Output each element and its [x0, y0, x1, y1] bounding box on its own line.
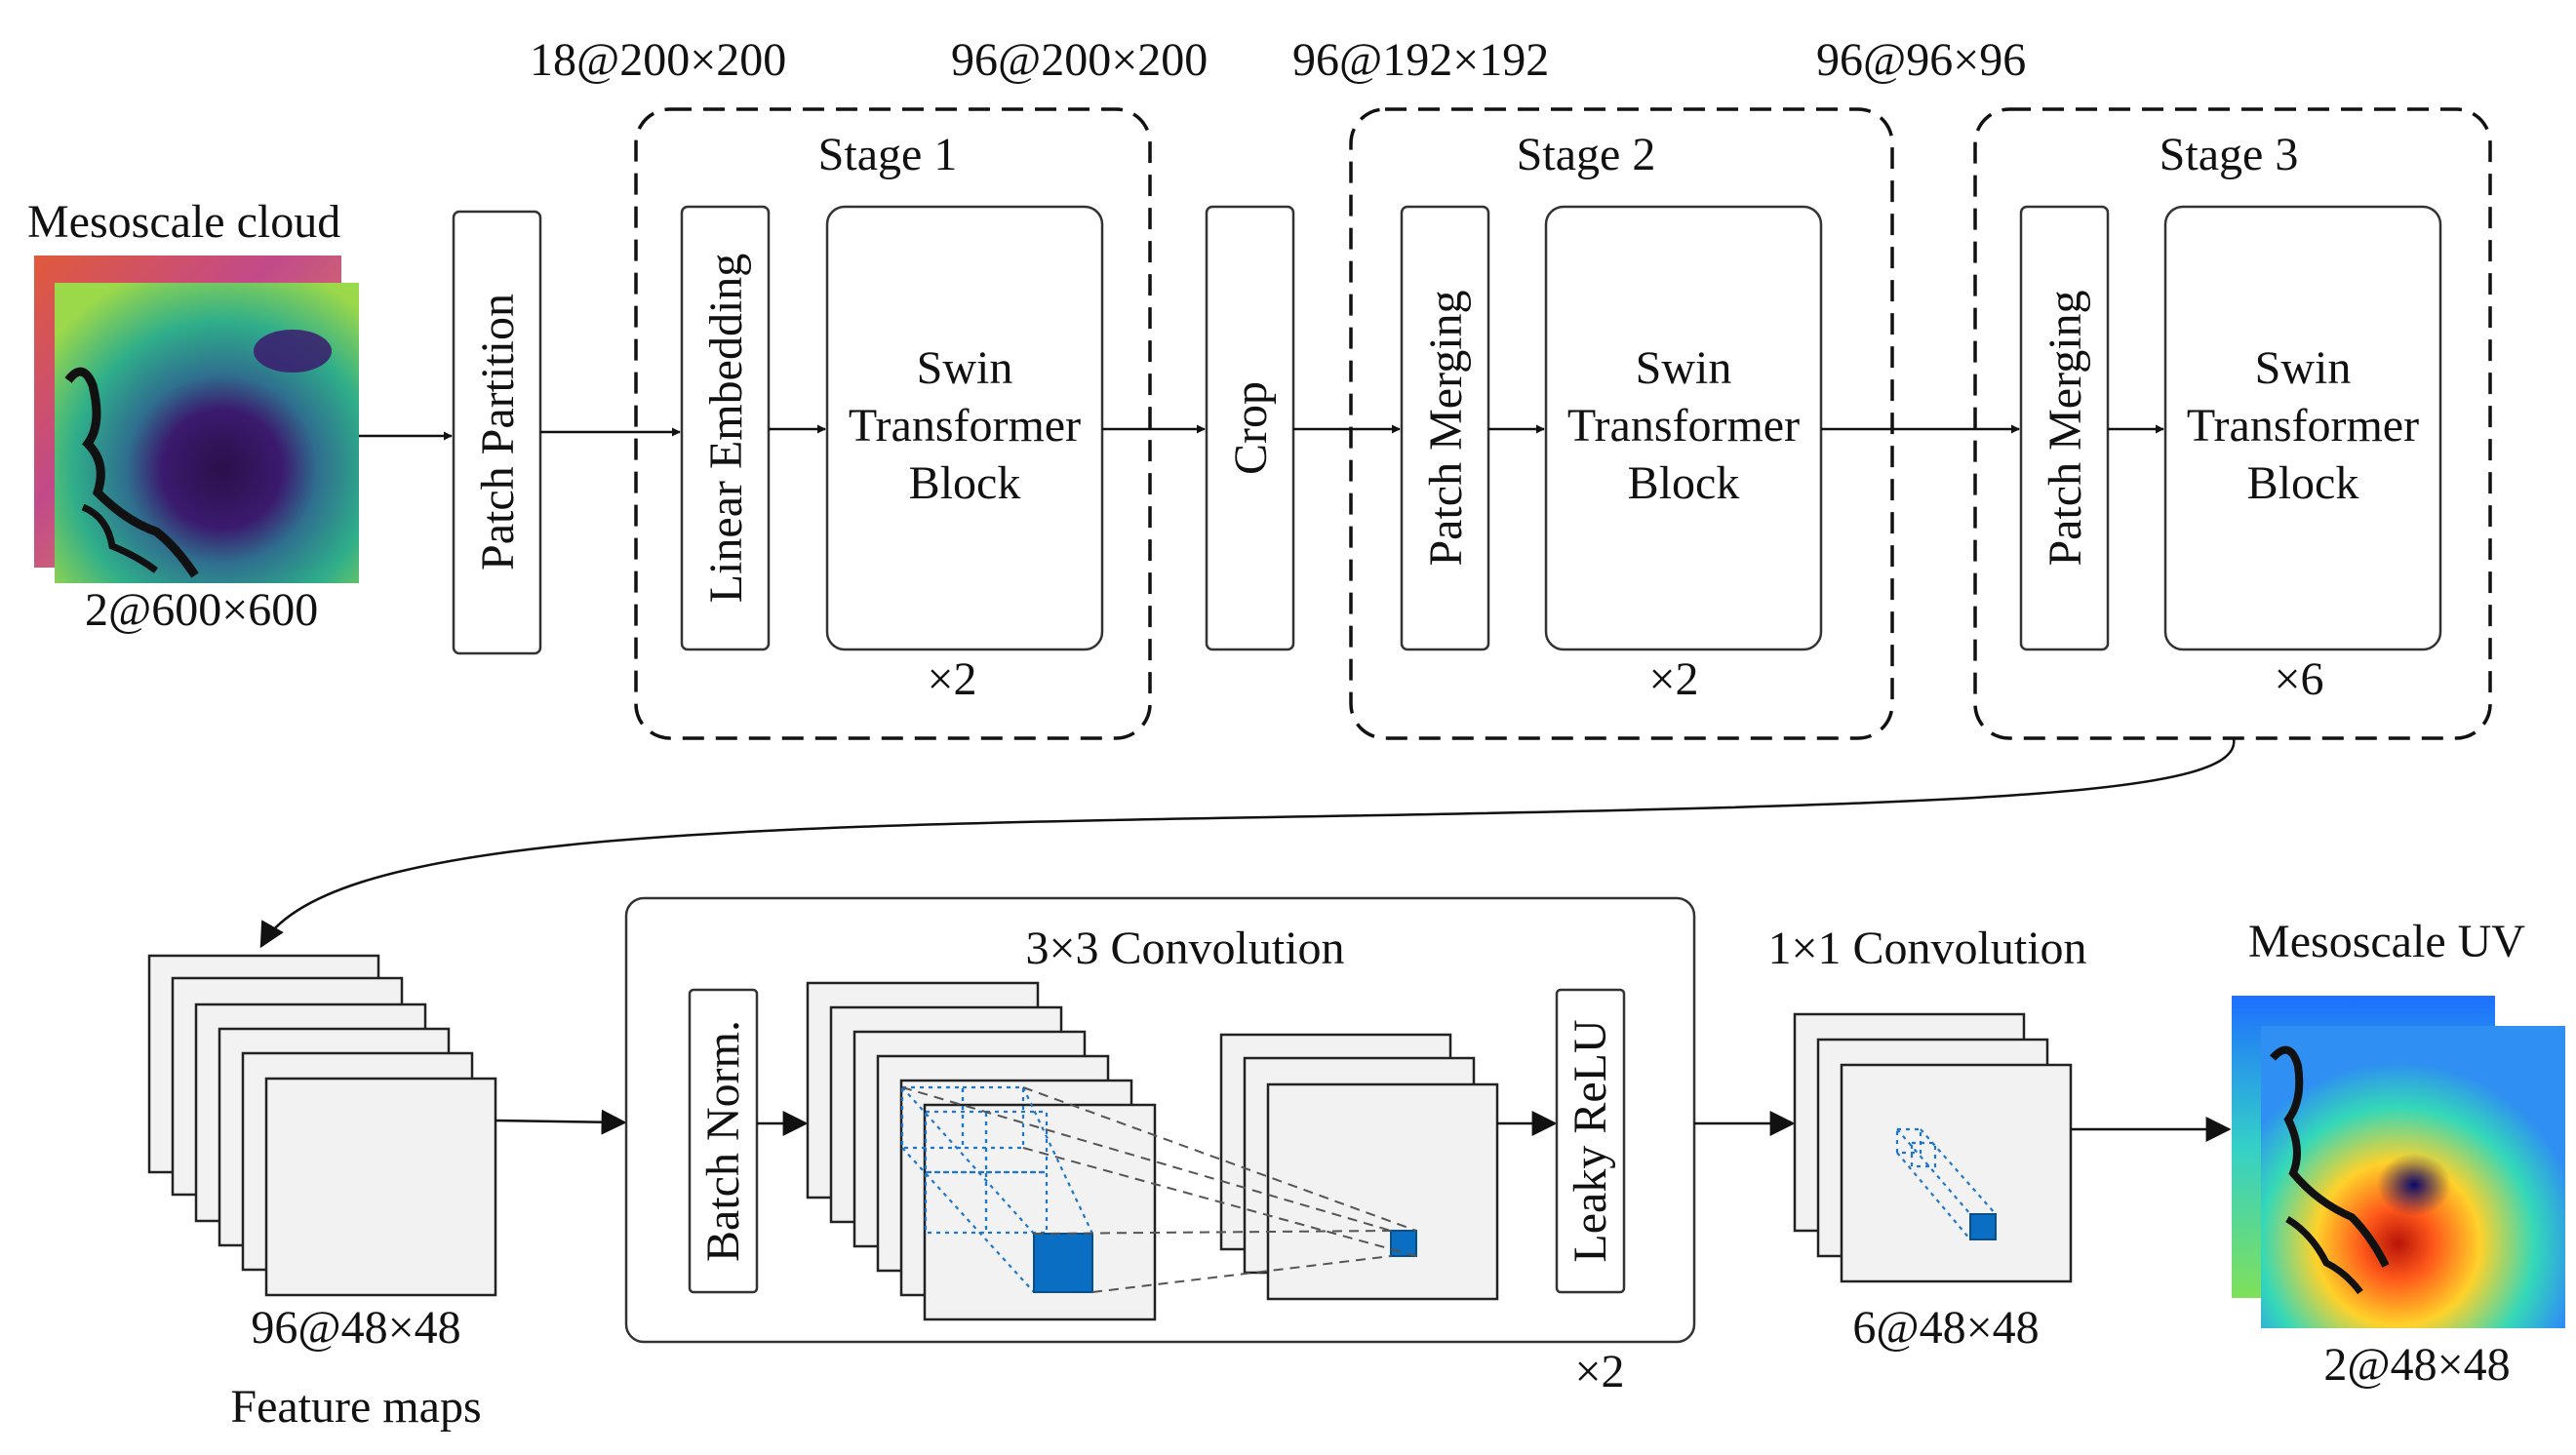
conv3-label: 3×3 Convolution	[1025, 923, 1344, 974]
input-title: Mesoscale cloud	[27, 196, 340, 248]
feature-maps-stack	[147, 954, 497, 1297]
dims-label: 96@192×192	[1292, 34, 1549, 86]
projection-lines	[901, 1086, 1417, 1293]
conv1-label: 1×1 Convolution	[1767, 923, 2086, 974]
dims-label: 18@200×200	[530, 34, 786, 86]
linear-embedding-label: Linear Embedding	[700, 254, 752, 604]
dims-label: 96@96×96	[1816, 34, 2026, 86]
swin-label: Transformer	[1567, 400, 1800, 452]
swin-label: Block	[2247, 457, 2359, 509]
stage-1-label: Stage 1	[818, 129, 958, 180]
leaky-relu-block	[1555, 988, 1626, 1294]
output-dims: 2@48×48	[2323, 1339, 2510, 1391]
curved-connector-arrow	[259, 737, 2236, 949]
crop-label: Crop	[1225, 381, 1277, 475]
output-title: Mesoscale UV	[2248, 916, 2525, 967]
stage-2-frame	[1349, 107, 1894, 740]
swin-label: Block	[909, 457, 1021, 509]
input-dims: 2@600×600	[85, 584, 318, 636]
swin-label: Swin	[2255, 342, 2352, 394]
stage-2-label: Stage 2	[1517, 129, 1656, 180]
stage-3-repeat: ×6	[2274, 653, 2323, 705]
stage-3-label: Stage 3	[2160, 129, 2299, 180]
receptive-field-grid	[900, 1085, 1093, 1293]
feature-caption: Feature maps	[230, 1381, 481, 1433]
conv-output-pixel	[1390, 1230, 1417, 1257]
batch-norm-block	[688, 988, 759, 1294]
swin-label: Swin	[1636, 342, 1732, 394]
input-cloud-image	[34, 256, 359, 583]
conv-output-maps	[1219, 1033, 1499, 1301]
patch-partition-label: Patch Partition	[472, 294, 524, 570]
output-uv-image	[2232, 996, 2565, 1328]
stage-1-repeat: ×2	[927, 653, 976, 705]
conv3-repeat: ×2	[1574, 1346, 1624, 1397]
conv1-kernel-projection	[1895, 1127, 1997, 1240]
swin-label: Block	[1628, 457, 1740, 509]
batch-norm-label: Batch Norm.	[697, 1020, 749, 1262]
stage-1-frame	[634, 107, 1152, 740]
conv1-maps	[1793, 1012, 2073, 1283]
swin-label: Transformer	[849, 400, 1081, 452]
leaky-relu-label: Leaky ReLU	[1565, 1019, 1616, 1262]
patch-merging-label: Patch Merging	[2040, 290, 2091, 566]
arrow	[495, 1109, 627, 1135]
conv-kernel	[1033, 1233, 1093, 1293]
swin-block-3	[2163, 205, 2442, 651]
stage-2-repeat: ×2	[1648, 653, 1698, 705]
patch-merging-label: Patch Merging	[1420, 290, 1472, 566]
conv1-kernel	[1969, 1213, 1997, 1240]
conv1-dims: 6@48×48	[1852, 1302, 2039, 1354]
dims-label: 96@200×200	[951, 34, 1208, 86]
swin-label: Swin	[917, 342, 1013, 394]
stage-3-frame	[1973, 107, 2492, 740]
feature-dims: 96@48×48	[251, 1302, 460, 1354]
swin-label: Transformer	[2187, 400, 2419, 452]
top-flow-arrows	[359, 424, 2164, 441]
